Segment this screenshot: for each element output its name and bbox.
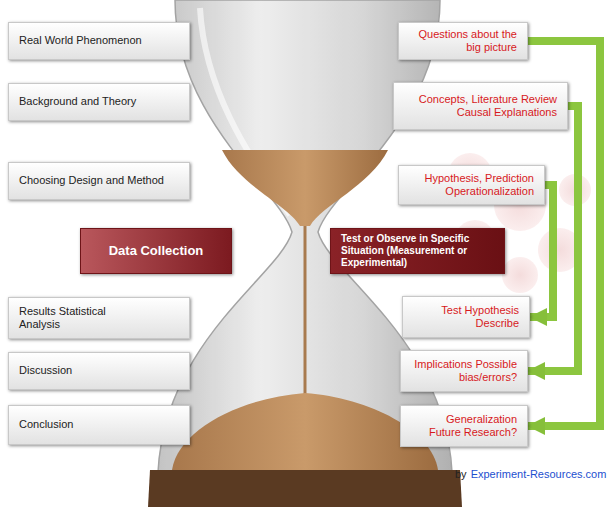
step-label: Test Hypothesis Describe — [419, 304, 519, 330]
sand-stream — [304, 226, 307, 400]
step-label: Background and Theory — [19, 95, 136, 108]
highlight-box: Data Collection — [80, 228, 232, 274]
step-label: Choosing Design and Method — [19, 174, 164, 187]
step-box: Conclusion — [8, 405, 190, 445]
bottom-sand — [172, 393, 438, 470]
step-label: Generalization Future Research? — [412, 413, 517, 439]
step-box: Generalization Future Research? — [400, 405, 528, 447]
credit-link: Experiment-Resources.com — [471, 468, 607, 480]
credit-text: by — [455, 468, 467, 480]
step-box: Choosing Design and Method — [8, 162, 190, 200]
step-label: Hypothesis, Prediction Operationalizatio… — [409, 172, 534, 198]
step-box: Discussion — [8, 352, 190, 390]
highlight-box: Test or Observe in Specific Situation (M… — [330, 228, 505, 274]
step-label: Test or Observe in Specific Situation (M… — [341, 233, 494, 269]
credit-line: by Experiment-Resources.com — [455, 468, 606, 480]
step-label: Implications Possible bias/errors? — [411, 358, 517, 384]
flow-arrow — [528, 106, 578, 371]
step-box: Real World Phenomenon — [8, 22, 190, 60]
step-box: Questions about the big picture — [398, 22, 528, 60]
step-box: Implications Possible bias/errors? — [400, 350, 528, 392]
step-box: Test Hypothesis Describe — [402, 296, 530, 338]
step-box: Hypothesis, Prediction Operationalizatio… — [398, 165, 545, 205]
step-label: Results Statistical Analysis — [19, 305, 139, 331]
top-sand — [222, 150, 388, 226]
step-label: Real World Phenomenon — [19, 34, 142, 47]
step-label: Discussion — [19, 364, 72, 377]
hourglass-base — [148, 470, 462, 507]
step-box: Concepts, Literature Review Causal Expla… — [393, 82, 568, 130]
step-label: Concepts, Literature Review Causal Expla… — [404, 93, 557, 119]
step-label: Data Collection — [109, 243, 204, 259]
step-label: Questions about the big picture — [412, 28, 517, 54]
step-label: Conclusion — [19, 418, 73, 431]
step-box: Background and Theory — [8, 83, 190, 121]
step-box: Results Statistical Analysis — [8, 297, 190, 339]
